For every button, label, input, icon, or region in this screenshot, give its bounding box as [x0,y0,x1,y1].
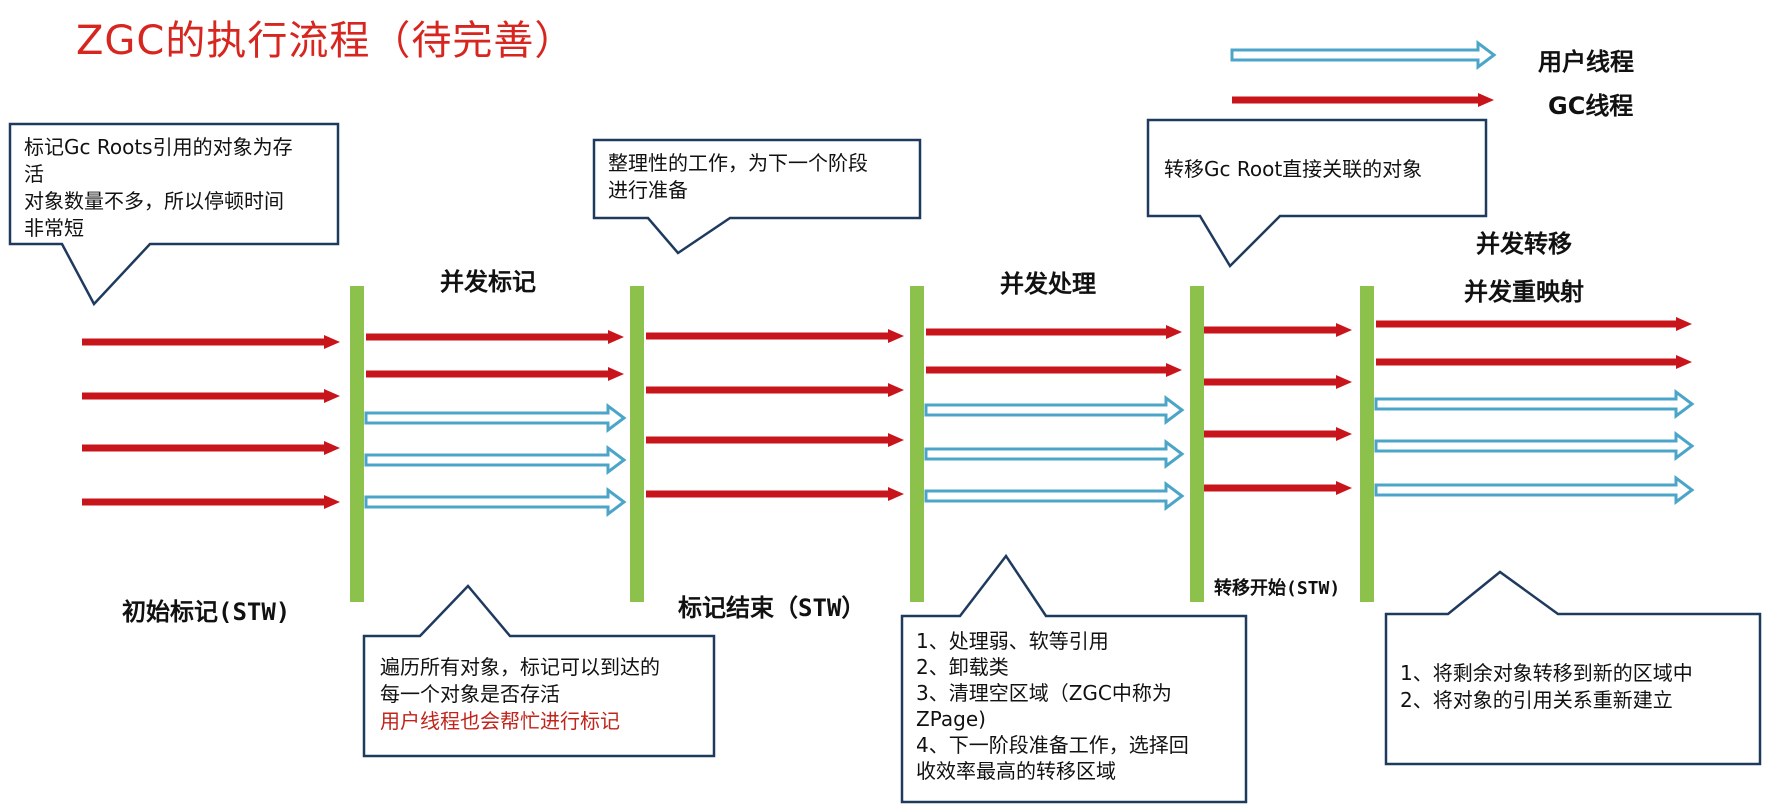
callout-box [1146,118,1488,269]
callout-line: 1、处理弱、软等引用 [916,629,1109,653]
user-thread-arrow [1230,40,1497,70]
gc-thread-arrow [646,433,904,447]
callout-line: 1、将剩余对象转移到新的区域中 [1400,661,1693,685]
gc-thread-arrow [1204,427,1352,441]
phase-remark: 标记结束（STW） [678,588,865,623]
callout-line: 2、卸载类 [916,655,1009,679]
callout-line: 收效率最高的转移区域 [916,759,1116,783]
phase-remark-label: 标记结束 [678,594,774,622]
phase-relocate-start-label: 转移开始 [1214,578,1286,599]
stw-barrier [910,286,924,602]
user-thread-arrow [1374,431,1695,461]
callout-box [8,122,340,307]
legend-arrows [1230,40,1497,107]
gc-thread-arrow [646,383,904,397]
user-thread-arrow [924,439,1185,469]
callout-line: 进行准备 [608,178,688,202]
callout-line: 非常短 [24,216,84,240]
callout-line: 对象数量不多，所以停顿时间 [24,189,284,213]
gc-thread-arrow [1204,375,1352,389]
phase-initial-mark-tag: (STW) [218,598,291,626]
user-thread-arrow [364,445,627,475]
gc-thread-arrow [1204,323,1352,337]
diagram-title: ZGC的执行流程（待完善） [76,18,576,64]
gc-thread-arrow [82,389,340,403]
callout-line: 4、下一阶段准备工作，选择回 [916,733,1189,757]
user-thread-arrow [364,403,627,433]
callout-line: 转移Gc Root直接关联的对象 [1164,157,1423,181]
gc-thread-arrow [366,367,624,381]
phase-concurrent-process: 并发处理 [1000,270,1096,298]
thread-arrows [82,317,1695,517]
callout-box [1384,570,1762,766]
callout-concurrent-relocate-text: 1、将剩余对象转移到新的区域中 2、将对象的引用关系重新建立 [1400,660,1693,714]
callout-line: 2、将对象的引用关系重新建立 [1400,688,1673,712]
callout-initial-mark-text: 标记Gc Roots引用的对象为存 活 对象数量不多，所以停顿时间 非常短 [24,134,293,242]
stw-barrier [350,286,364,602]
legend-gc-thread-label: GC线程 [1548,92,1634,120]
callout-line: 每一个对象是否存活 [380,682,560,706]
gc-thread-arrow [926,325,1182,339]
gc-thread-arrow [1376,317,1692,331]
gc-thread-arrow [366,330,624,344]
user-thread-arrow [1374,389,1695,419]
callout-line: 整理性的工作，为下一个阶段 [608,151,868,175]
gc-thread-arrow [646,329,904,343]
callout-box [900,553,1248,804]
gc-thread-arrow [646,487,904,501]
phase-relocate-start-tag: (STW) [1286,578,1341,599]
user-thread-arrow [924,395,1185,425]
phase-initial-mark: 初始标记(STW) [122,592,290,627]
callout-remark-text: 整理性的工作，为下一个阶段 进行准备 [608,150,868,204]
callout-line: 活 [24,162,44,186]
gc-thread-arrow [82,335,340,349]
callout-box [592,138,922,255]
stw-barrier [1190,286,1204,602]
phase-concurrent-relocate: 并发转移 [1476,230,1572,258]
gc-thread-arrow [1232,93,1494,107]
user-thread-arrow [1374,475,1695,505]
callout-line: 标记Gc Roots引用的对象为存 [24,135,293,159]
phase-concurrent-remap: 并发重映射 [1464,278,1584,306]
callout-concurrent-mark-text: 遍历所有对象，标记可以到达的 每一个对象是否存活 用户线程也会帮忙进行标记 [380,654,660,735]
callout-line: ZPage) [916,707,986,731]
phase-concurrent-mark: 并发标记 [440,268,536,296]
gc-thread-arrow [1376,355,1692,369]
callout-line: 遍历所有对象，标记可以到达的 [380,655,660,679]
callout-line: 3、清理空区域（ZGC中称为 [916,681,1172,705]
legend-user-thread-label: 用户线程 [1538,48,1634,76]
stw-barrier [1360,286,1374,602]
callout-relocate-start-text: 转移Gc Root直接关联的对象 [1164,156,1422,183]
gc-thread-arrow [1204,481,1352,495]
phase-remark-tag: （STW） [774,594,866,622]
stw-barrier [630,286,644,602]
stw-barriers [350,286,1374,602]
callout-highlight-line: 用户线程也会帮忙进行标记 [380,709,620,733]
user-thread-arrow [924,481,1185,511]
callout-box [362,584,716,758]
gc-thread-arrow [926,363,1182,377]
gc-thread-arrow [82,495,340,509]
callout-concurrent-process-text: 1、处理弱、软等引用 2、卸载类 3、清理空区域（ZGC中称为 ZPage) 4… [916,628,1189,784]
phase-initial-mark-label: 初始标记 [122,598,218,626]
user-thread-arrow [364,487,627,517]
phase-relocate-start: 转移开始(STW) [1214,574,1340,600]
callout-shapes [8,118,1762,804]
gc-thread-arrow [82,441,340,455]
